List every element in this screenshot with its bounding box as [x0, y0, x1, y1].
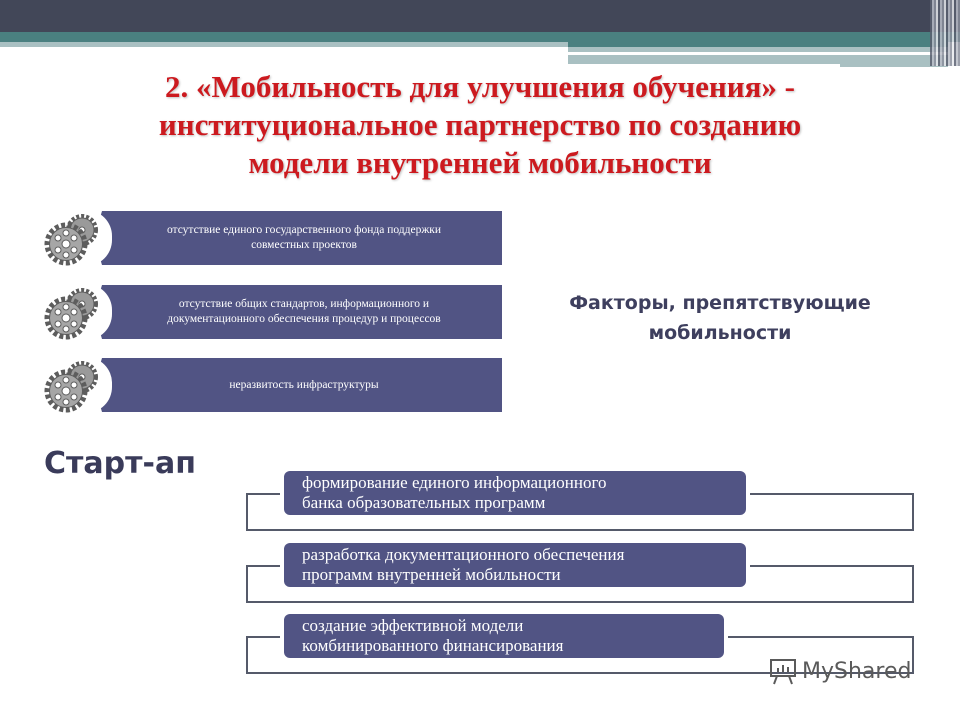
step-box: создание эффективной модели комбинирован… [284, 614, 724, 658]
step-box: разработка документационного обеспечения… [284, 543, 746, 587]
factor-item: неразвитость инфраструктуры [44, 357, 502, 413]
factor-box: отсутствие единого государственного фонд… [94, 211, 502, 265]
startup-heading: Старт-ап [44, 446, 196, 481]
factor-box: неразвитость инфраструктуры [94, 358, 502, 412]
title-line: 2. «Мобильность для улучшения обучения» … [165, 69, 795, 104]
factors-heading: Факторы, препятствующие мобильности [530, 288, 910, 348]
factor-text: документационного обеспечения процедур и… [167, 313, 441, 325]
header-dark-stripe [0, 0, 960, 32]
header-light-stripe [568, 47, 948, 52]
gears-icon [44, 361, 98, 413]
factor-text: совместных проектов [251, 239, 357, 251]
header-light-stripe [310, 42, 568, 47]
step-text: комбинированного финансирования [302, 636, 564, 655]
gears-icon [44, 288, 98, 340]
title-line: модели внутренней мобильности [248, 145, 712, 180]
header-teal-stripe [0, 32, 960, 42]
header-teal-stripe-right [568, 42, 948, 48]
slide-title: 2. «Мобильность для улучшения обучения» … [60, 68, 900, 182]
step-text: формирование единого информационного [302, 473, 607, 492]
factor-text: отсутствие общих стандартов, информацион… [178, 298, 430, 310]
watermark: MyShared [768, 656, 911, 686]
step-text: разработка документационного обеспечения [302, 545, 625, 564]
step-text: банка образовательных программ [302, 493, 546, 512]
header-light-stripe [840, 55, 948, 67]
factor-text: отсутствие единого государственного фонд… [166, 224, 442, 236]
watermark-text: MyShared [802, 658, 912, 684]
factor-box: отсутствие общих стандартов, информацион… [94, 285, 502, 339]
step-text: программ внутренней мобильности [302, 565, 561, 584]
gears-icon [44, 214, 98, 266]
factor-item: отсутствие единого государственного фонд… [44, 210, 502, 266]
title-line: институциональное партнерство по создани… [158, 107, 802, 142]
header-edge-stripes [930, 0, 960, 66]
header-white-line [568, 52, 888, 55]
step-text: создание эффективной модели [302, 616, 524, 635]
header-light-stripe [0, 42, 310, 47]
factors-heading-line: мобильности [648, 322, 792, 344]
presentation-board-icon [770, 659, 796, 685]
header-light-stripe [568, 55, 948, 64]
factor-item: отсутствие общих стандартов, информацион… [44, 284, 502, 340]
factor-text: неразвитость инфраструктуры [229, 378, 379, 391]
factors-heading-line: Факторы, препятствующие [569, 292, 871, 314]
step-box: формирование единого информационного бан… [284, 471, 746, 515]
